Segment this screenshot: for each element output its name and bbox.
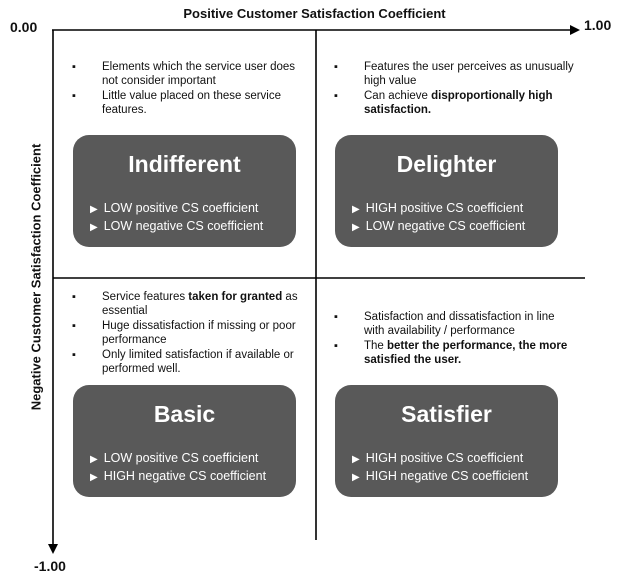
delighter-card: Delighter ▶HIGH positive CS coefficient …: [335, 135, 558, 247]
basic-note-2: Huge dissatisfaction if missing or poor …: [72, 319, 312, 347]
triangle-bullet-icon: ▶: [352, 222, 360, 233]
satisfier-line-1: ▶HIGH positive CS coefficient: [352, 451, 524, 465]
basic-line-1: ▶LOW positive CS coefficient: [90, 451, 259, 465]
basic-notes: Service features taken for granted as es…: [72, 290, 312, 377]
basic-title: Basic: [153, 401, 216, 427]
indifferent-note-1: Elements which the service user does not…: [72, 60, 302, 88]
y-end-label: -1.00: [34, 558, 66, 574]
x-axis-title: Positive Customer Satisfaction Coefficie…: [183, 6, 446, 21]
triangle-bullet-icon: ▶: [90, 222, 98, 233]
indifferent-notes: Elements which the service user does not…: [72, 60, 302, 118]
satisfier-card: Satisfier ▶HIGH positive CS coefficient …: [335, 385, 558, 497]
triangle-bullet-icon: ▶: [352, 454, 360, 465]
basic-note-3: Only limited satisfaction if available o…: [72, 348, 312, 376]
satisfier-notes: Satisfaction and dissatisfaction in line…: [334, 310, 574, 368]
satisfier-line-2: ▶HIGH negative CS coefficient: [352, 469, 529, 483]
y-axis-title: Negative Customer Satisfaction Coefficie…: [28, 143, 44, 411]
basic-line-2: ▶HIGH negative CS coefficient: [90, 469, 267, 483]
indifferent-line-1: ▶LOW positive CS coefficient: [90, 201, 259, 215]
basic-note-1: Service features taken for granted as es…: [72, 290, 312, 318]
delighter-line-2: ▶LOW negative CS coefficient: [352, 219, 526, 233]
triangle-bullet-icon: ▶: [90, 454, 98, 465]
delighter-note-2: Can achieve disproportionally high satis…: [334, 89, 574, 117]
indifferent-title: Indifferent: [128, 151, 241, 177]
triangle-bullet-icon: ▶: [352, 204, 360, 215]
delighter-title: Delighter: [396, 151, 497, 177]
triangle-bullet-icon: ▶: [90, 204, 98, 215]
origin-label: 0.00: [10, 19, 38, 35]
delighter-line-1: ▶HIGH positive CS coefficient: [352, 201, 524, 215]
triangle-bullet-icon: ▶: [352, 472, 360, 483]
x-end-label: 1.00: [584, 17, 612, 33]
satisfier-title: Satisfier: [401, 401, 492, 427]
delighter-note-1: Features the user perceives as unusually…: [334, 60, 574, 88]
satisfier-note-1: Satisfaction and dissatisfaction in line…: [334, 310, 574, 338]
indifferent-line-2: ▶LOW negative CS coefficient: [90, 219, 264, 233]
delighter-notes: Features the user perceives as unusually…: [334, 60, 574, 118]
triangle-bullet-icon: ▶: [90, 472, 98, 483]
basic-card: Basic ▶LOW positive CS coefficient ▶HIGH…: [73, 385, 296, 497]
satisfier-note-2: The better the performance, the more sat…: [334, 339, 574, 367]
indifferent-card: Indifferent ▶LOW positive CS coefficient…: [73, 135, 296, 247]
indifferent-note-2: Little value placed on these service fea…: [72, 89, 302, 117]
